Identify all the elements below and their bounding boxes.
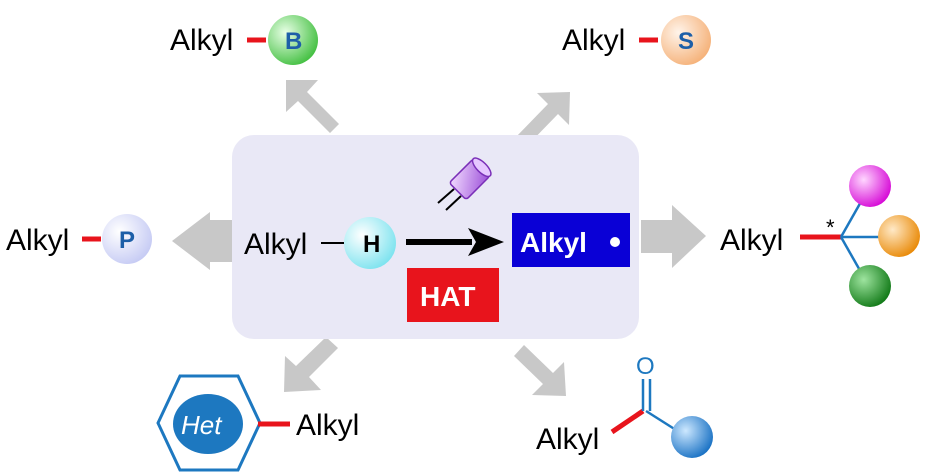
alkyl-sulfur-product: Alkyl S xyxy=(562,15,711,65)
arrow-up-right xyxy=(515,92,570,148)
radical-dot-icon xyxy=(610,237,620,247)
phosphorus-atom: P xyxy=(119,227,135,254)
hexagon-ring-icon xyxy=(156,374,262,472)
alkyl-boron-product: Alkyl B xyxy=(170,15,318,65)
direction-arrows xyxy=(172,80,706,396)
orange-sphere xyxy=(878,215,920,257)
purple-led-icon xyxy=(437,157,492,211)
alkyl-phosphorus-product: Alkyl P xyxy=(6,214,152,264)
arrow-up-left xyxy=(286,80,339,133)
arrow-right xyxy=(641,205,706,268)
alkyl-stereocenter-product: Alkyl * xyxy=(720,165,920,307)
hat-label: HAT xyxy=(420,281,475,312)
sulfur-alkyl-label: Alkyl xyxy=(562,24,625,57)
phosphorus-sphere xyxy=(102,214,152,264)
phosphorus-alkyl-label: Alkyl xyxy=(6,224,69,257)
alkyl-radical-label: Alkyl xyxy=(520,227,587,258)
boron-alkyl-label: Alkyl xyxy=(170,24,233,57)
het-ring-label: Het xyxy=(181,410,223,440)
ketone-alkyl-label: Alkyl xyxy=(536,423,599,456)
stereocenter-alkyl-label: Alkyl xyxy=(720,224,783,257)
alkyl-radical-box xyxy=(512,213,630,267)
boron-atom: B xyxy=(285,28,302,55)
blue-sphere xyxy=(671,416,713,458)
stereocenter-mark: * xyxy=(826,215,835,240)
center-panel xyxy=(232,135,639,339)
sulfur-sphere xyxy=(661,15,711,65)
magenta-sphere xyxy=(849,165,891,207)
boron-sphere xyxy=(268,15,318,65)
green-sphere xyxy=(849,265,891,307)
reaction-arrow xyxy=(406,228,504,256)
sulfur-atom: S xyxy=(678,28,694,55)
hydrogen-sphere xyxy=(344,217,396,269)
heteroarene-alkyl-product: Het Alkyl xyxy=(156,374,359,472)
alkyl-ketone-product: Alkyl O xyxy=(536,353,713,458)
arrow-down-left xyxy=(284,337,338,392)
arrow-down-right xyxy=(514,345,566,396)
hat-box xyxy=(407,268,499,322)
het-ring-fill xyxy=(173,394,243,454)
arrow-left xyxy=(172,212,240,270)
het-alkyl-label: Alkyl xyxy=(296,409,359,442)
ketone-oxygen-atom: O xyxy=(636,353,655,380)
reactant-h-atom: H xyxy=(363,231,380,258)
reactant-alkyl-label: Alkyl xyxy=(244,228,307,261)
